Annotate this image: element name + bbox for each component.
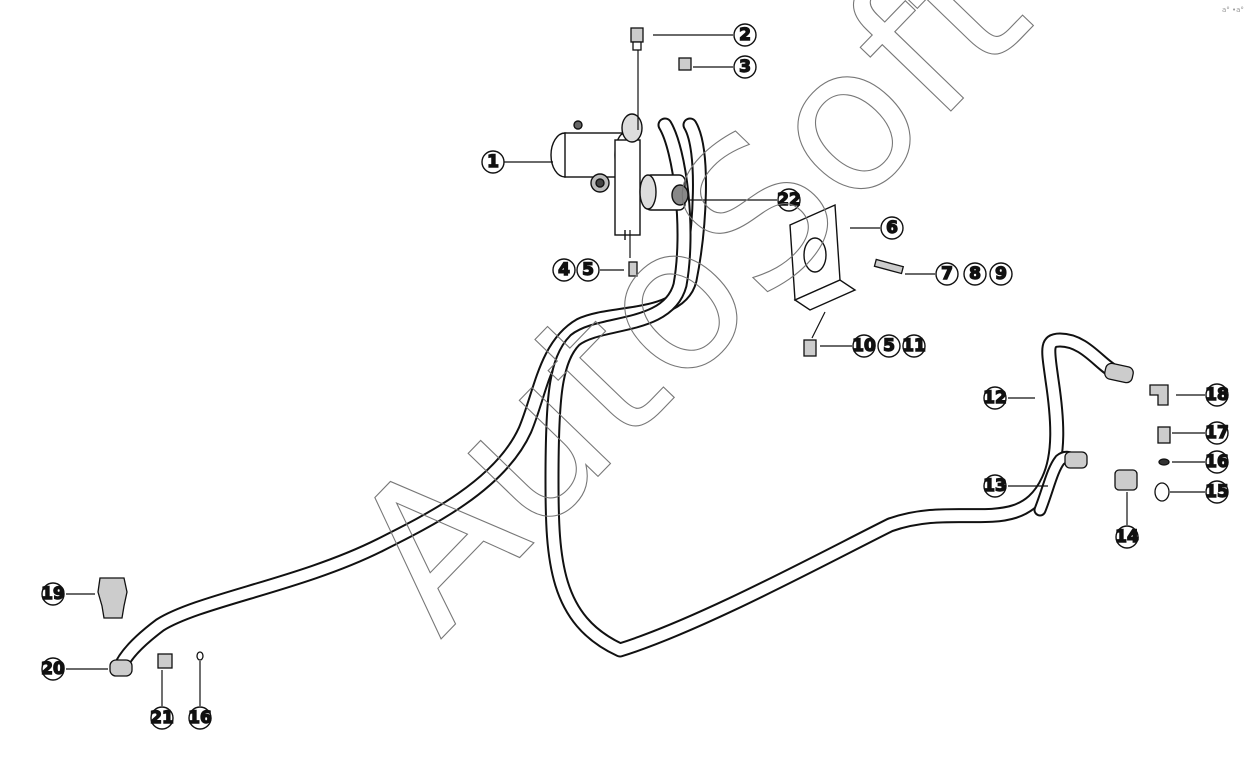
svg-text:20: 20 xyxy=(41,659,65,679)
svg-text:11: 11 xyxy=(902,336,926,356)
fitting-3 xyxy=(678,57,692,71)
fitting-10 xyxy=(803,339,817,357)
svg-text:12: 12 xyxy=(983,388,1007,408)
callout-21: 21 xyxy=(149,706,175,730)
svg-text:5: 5 xyxy=(582,260,594,280)
svg-text:9: 9 xyxy=(995,264,1007,284)
svg-text:3: 3 xyxy=(739,57,751,77)
corner-mark: a° •a° xyxy=(1222,6,1244,14)
svg-text:21: 21 xyxy=(150,708,174,728)
svg-text:5: 5 xyxy=(883,336,895,356)
callout-4: 4 xyxy=(552,258,576,282)
leader-lines xyxy=(66,34,1205,706)
part-19 xyxy=(97,577,128,619)
hose-assembly xyxy=(112,117,1123,676)
svg-text:7: 7 xyxy=(941,264,953,284)
svg-text:17: 17 xyxy=(1205,423,1229,443)
fitting-17 xyxy=(1157,426,1171,444)
elbow-18 xyxy=(1149,384,1169,406)
callout-3: 3 xyxy=(733,55,757,79)
callout-12: 12 xyxy=(982,386,1008,410)
fitting-21 xyxy=(157,653,173,669)
pump-motor xyxy=(550,113,689,240)
svg-text:18: 18 xyxy=(1205,385,1229,405)
bolt-7 xyxy=(873,258,905,275)
union-14 xyxy=(1114,469,1138,491)
svg-text:2: 2 xyxy=(739,25,751,45)
callout-7: 7 xyxy=(935,262,959,286)
bolt-4 xyxy=(628,261,638,277)
callout-20: 20 xyxy=(40,657,66,681)
callout-22: 22 xyxy=(776,188,802,212)
callout-1: 1 xyxy=(481,150,505,174)
callout-9: 9 xyxy=(989,262,1013,286)
callout-5b: 5 xyxy=(877,334,901,358)
callout-18: 18 xyxy=(1204,383,1230,407)
callout-14: 14 xyxy=(1114,525,1140,549)
svg-text:19: 19 xyxy=(41,584,65,604)
svg-text:1: 1 xyxy=(487,152,499,172)
callout-19: 19 xyxy=(40,582,66,606)
callout-16-right: 16 xyxy=(1204,450,1230,474)
washer-16-left xyxy=(196,651,204,661)
callout-10: 10 xyxy=(851,334,877,358)
callout-2: 2 xyxy=(733,23,757,47)
svg-text:13: 13 xyxy=(983,476,1007,496)
callout-11: 11 xyxy=(901,334,927,358)
washer-16-right xyxy=(1158,458,1170,466)
callout-6: 6 xyxy=(880,216,904,240)
oring-15 xyxy=(1154,482,1170,502)
svg-text:16: 16 xyxy=(1205,452,1229,472)
mount-bracket xyxy=(789,203,857,311)
svg-text:4: 4 xyxy=(558,260,570,280)
callout-5: 5 xyxy=(576,258,600,282)
callouts: 1 2 3 4 5 6 7 8 9 10 5 11 12 13 14 15 16… xyxy=(40,23,1230,730)
watermark: AutoSoft xyxy=(307,0,1071,673)
svg-text:14: 14 xyxy=(1115,527,1139,547)
callout-16-left: 16 xyxy=(187,706,213,730)
svg-text:6: 6 xyxy=(886,218,898,238)
svg-text:16: 16 xyxy=(188,708,212,728)
svg-text:22: 22 xyxy=(777,190,801,210)
callout-13: 13 xyxy=(982,474,1008,498)
svg-text:8: 8 xyxy=(969,264,981,284)
callout-15: 15 xyxy=(1204,480,1230,504)
svg-text:15: 15 xyxy=(1205,482,1229,502)
callout-17: 17 xyxy=(1204,421,1230,445)
svg-text:10: 10 xyxy=(852,336,876,356)
callout-8: 8 xyxy=(963,262,987,286)
hose-end-20 xyxy=(109,659,133,677)
fittings xyxy=(97,27,1171,677)
fitting-2 xyxy=(630,27,644,43)
